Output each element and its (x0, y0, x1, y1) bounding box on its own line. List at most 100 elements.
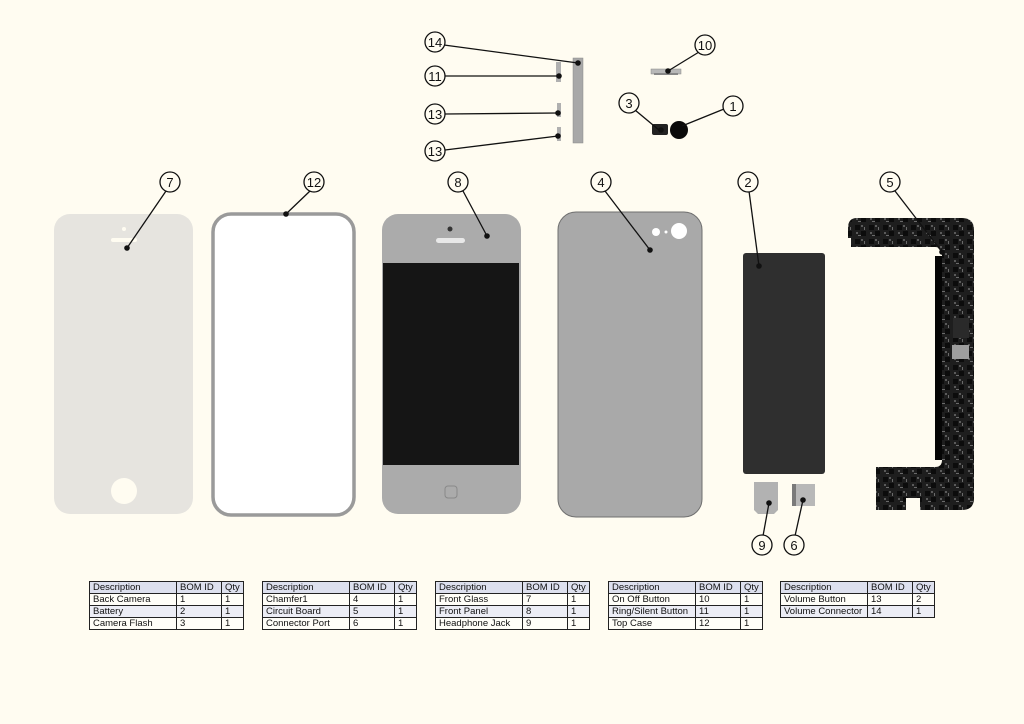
col-description: Description (435, 581, 523, 594)
cell-bom-id: 14 (867, 605, 913, 618)
balloon-label: 7 (166, 175, 173, 190)
leader-endpoints (124, 60, 945, 506)
balloon-14: 14 (424, 31, 446, 53)
cell-bom-id: 2 (176, 605, 222, 618)
volume-button-upper-part (557, 103, 561, 117)
cell-description: Chamfer1 (262, 593, 350, 606)
cell-bom-id: 6 (349, 617, 395, 630)
cell-bom-id: 9 (522, 617, 568, 630)
cell-description: Volume Connector (780, 605, 868, 618)
cell-qty: 1 (567, 605, 590, 618)
chamfer-back-part (557, 211, 703, 518)
col-description: Description (262, 581, 350, 594)
balloon-10: 10 (694, 34, 716, 56)
balloon-layer: 14 11 13 13 10 3 1 7 12 8 4 2 5 9 6 (159, 31, 901, 556)
cell-bom-id: 4 (349, 593, 395, 606)
cell-qty: 1 (740, 593, 763, 606)
col-bom-id: BOM ID (867, 581, 913, 594)
balloon-label: 4 (597, 175, 604, 190)
cell-description: Connector Port (262, 617, 350, 630)
cell-description: Camera Flash (89, 617, 177, 630)
back-camera-part (670, 121, 688, 139)
balloon-label: 5 (886, 175, 893, 190)
cell-description: Top Case (608, 617, 696, 630)
front-panel-part (382, 214, 521, 514)
balloon-13: 13 (424, 103, 446, 125)
cell-bom-id: 1 (176, 593, 222, 606)
balloon-label: 10 (698, 38, 712, 53)
cell-qty: 1 (394, 617, 417, 630)
front-glass-part (54, 214, 193, 514)
balloon-11: 11 (424, 65, 446, 87)
balloon-label: 8 (454, 175, 461, 190)
cell-qty: 1 (912, 605, 935, 618)
balloon-label: 12 (307, 175, 321, 190)
cell-qty: 1 (221, 593, 244, 606)
leader-lines (126, 44, 943, 537)
cell-description: Back Camera (89, 593, 177, 606)
balloon-1: 1 (722, 95, 744, 117)
cell-bom-id: 8 (522, 605, 568, 618)
cell-qty: 1 (394, 605, 417, 618)
balloon-6: 6 (783, 534, 805, 556)
balloon-label: 6 (790, 538, 797, 553)
cell-qty: 1 (221, 617, 244, 630)
balloon-9: 9 (751, 534, 773, 556)
balloon-label: 13 (428, 144, 442, 159)
cell-description: Front Panel (435, 605, 523, 618)
cell-bom-id: 3 (176, 617, 222, 630)
balloon-label: 9 (758, 538, 765, 553)
col-bom-id: BOM ID (695, 581, 741, 594)
cell-description: Circuit Board (262, 605, 350, 618)
balloon-label: 1 (729, 99, 736, 114)
balloon-2: 2 (737, 171, 759, 193)
cell-bom-id: 10 (695, 593, 741, 606)
cell-description: Battery (89, 605, 177, 618)
col-description: Description (608, 581, 696, 594)
balloon-5: 5 (879, 171, 901, 193)
col-qty: Qty (221, 581, 244, 594)
battery-part (743, 253, 825, 474)
balloon-label: 11 (428, 69, 442, 84)
connector-port-part (792, 484, 815, 506)
cell-bom-id: 11 (695, 605, 741, 618)
balloon-7: 7 (159, 171, 181, 193)
col-qty: Qty (740, 581, 763, 594)
col-description: Description (780, 581, 868, 594)
col-description: Description (89, 581, 177, 594)
balloon-label: 3 (625, 96, 632, 111)
col-qty: Qty (567, 581, 590, 594)
cell-bom-id: 12 (695, 617, 741, 630)
balloon-4: 4 (590, 171, 612, 193)
ring-silent-button-part (556, 62, 561, 82)
cell-qty: 1 (567, 593, 590, 606)
headphone-jack-part (754, 482, 778, 514)
balloon-label: 2 (744, 175, 751, 190)
cell-bom-id: 13 (867, 593, 913, 606)
cell-qty: 1 (740, 617, 763, 630)
balloon-3: 3 (618, 92, 640, 114)
balloon-12: 12 (303, 171, 325, 193)
cell-description: Volume Button (780, 593, 868, 606)
cell-description: Headphone Jack (435, 617, 523, 630)
cell-qty: 1 (740, 605, 763, 618)
cell-bom-id: 5 (349, 605, 395, 618)
top-case-part (211, 212, 356, 517)
col-bom-id: BOM ID (176, 581, 222, 594)
col-qty: Qty (912, 581, 935, 594)
circuit-board-part (848, 218, 974, 510)
